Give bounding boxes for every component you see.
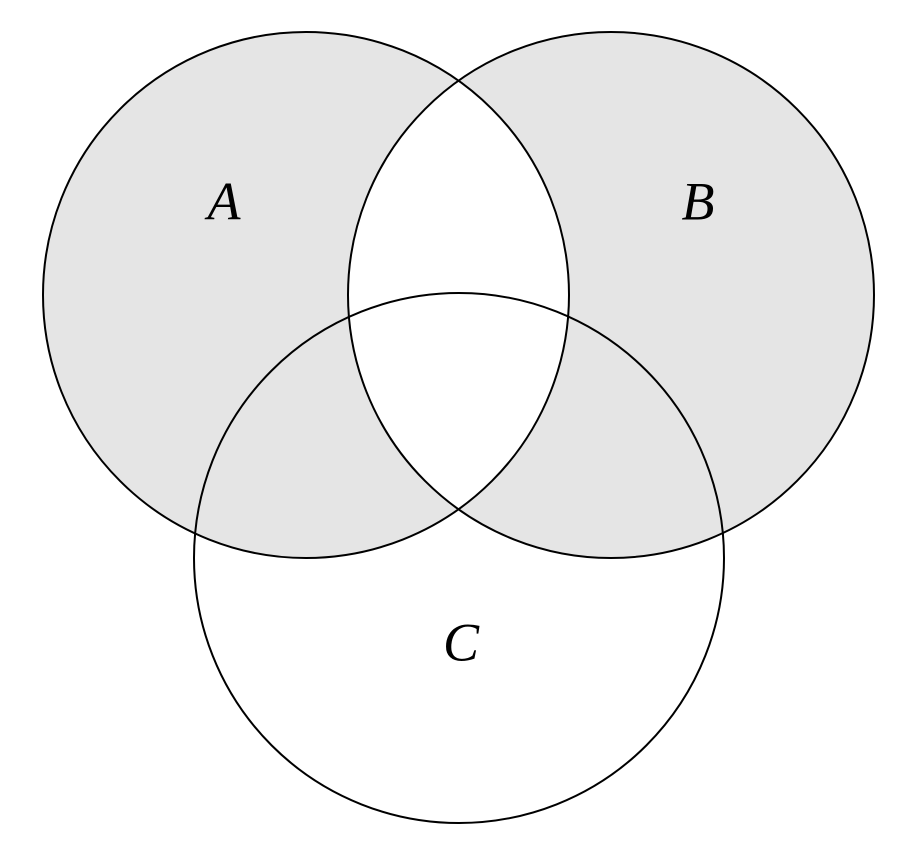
circle-outline-b[interactable]	[347, 31, 875, 559]
circle-outline-c[interactable]	[193, 292, 725, 824]
circle-outline-a[interactable]	[42, 31, 570, 559]
set-label-a: A	[205, 171, 242, 231]
set-label-b: B	[682, 171, 715, 231]
set-label-c: C	[443, 612, 480, 672]
